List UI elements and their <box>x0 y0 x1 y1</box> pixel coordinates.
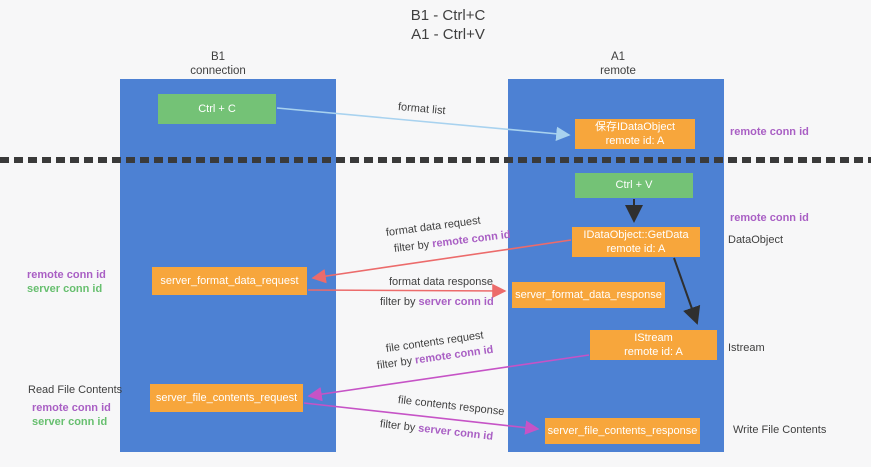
label-file-contents-request-filter-prefix: filter by <box>376 354 416 372</box>
diagram-title-line1: B1 - Ctrl+C <box>410 7 486 24</box>
right-label-remote-conn-id-1: remote conn id <box>730 126 809 138</box>
box-ctrl-v-label: Ctrl + V <box>615 179 653 192</box>
right-label-dataobject: DataObject <box>728 234 784 246</box>
box-save-idataobject-line2: remote id: A <box>605 135 665 147</box>
box-istream: IStream remote id: A <box>590 330 717 360</box>
label-format-data-request-filter-prefix: filter by <box>393 238 433 255</box>
lane-a1-role: remote <box>600 65 636 77</box>
box-idataobject-getdata-line2: remote id: A <box>606 243 666 255</box>
left-label-read-file-contents: Read File Contents <box>28 384 123 396</box>
label-file-contents-response-filter: filter by server conn id <box>379 418 493 443</box>
box-server-file-contents-request: server_file_contents_request <box>150 384 303 412</box>
lane-header-b1: B1 connection <box>190 50 246 78</box>
box-server-file-contents-request-label: server_file_contents_request <box>155 391 298 404</box>
left-label-remote-conn-id-2: remote conn id <box>32 402 111 414</box>
label-format-list: format list <box>397 101 447 118</box>
arrow-format-data-response <box>307 283 507 299</box>
left-label-server-conn-id-1: server conn id <box>27 283 103 295</box>
box-save-idataobject-line1: 保存IDataObject <box>594 120 676 133</box>
box-ctrl-c: Ctrl + C <box>158 94 276 124</box>
box-ctrl-c-label: Ctrl + C <box>198 102 236 115</box>
box-server-format-data-response: server_format_data_response <box>512 282 665 308</box>
left-label-remote-conn-id-1: remote conn id <box>27 269 106 281</box>
diagram-title: B1 - Ctrl+C A1 - Ctrl+V <box>411 6 486 44</box>
box-server-file-contents-response-label: server_file_contents_response <box>547 424 698 437</box>
phase-divider-dashed-line <box>0 157 871 163</box>
right-label-remote-conn-id-2: remote conn id <box>730 212 809 224</box>
label-format-data-response: format data response <box>389 276 493 288</box>
left-label-server-conn-id-2: server conn id <box>32 416 108 428</box>
label-format-data-response-filter: filter by server conn id <box>380 296 494 308</box>
label-format-data-response-filter-value: server conn id <box>418 296 494 308</box>
right-label-write-file-contents: Write File Contents <box>733 424 827 436</box>
lane-b1-role: connection <box>190 65 246 77</box>
box-save-idataobject: 保存IDataObject remote id: A <box>575 119 695 149</box>
label-format-data-request-filter-value: remote conn id <box>431 228 512 251</box>
label-file-contents-response-filter-value: server conn id <box>417 422 494 443</box>
box-server-format-data-request-label: server_format_data_request <box>160 274 299 287</box>
box-server-format-data-response-label: server_format_data_response <box>515 288 662 301</box>
label-format-data-response-filter-prefix: filter by <box>380 296 419 308</box>
box-istream-line1: IStream <box>634 331 673 344</box>
label-file-contents-response-filter-prefix: filter by <box>379 418 419 435</box>
right-label-istream: Istream <box>728 342 765 354</box>
box-idataobject-getdata: IDataObject::GetData remote id: A <box>572 227 700 257</box>
box-istream-line2: remote id: A <box>624 346 683 358</box>
box-server-file-contents-response: server_file_contents_response <box>545 418 700 444</box>
label-file-contents-response: file contents response <box>397 394 506 419</box>
diagram-title-line2: A1 - Ctrl+V <box>411 26 485 43</box>
lane-header-a1: A1 remote <box>600 50 636 78</box>
box-server-format-data-request: server_format_data_request <box>152 267 307 295</box>
box-idataobject-getdata-line1: IDataObject::GetData <box>583 228 689 241</box>
lane-a1-name: A1 <box>610 51 626 63</box>
box-ctrl-v: Ctrl + V <box>575 173 693 198</box>
lane-b1-name: B1 <box>210 51 226 63</box>
